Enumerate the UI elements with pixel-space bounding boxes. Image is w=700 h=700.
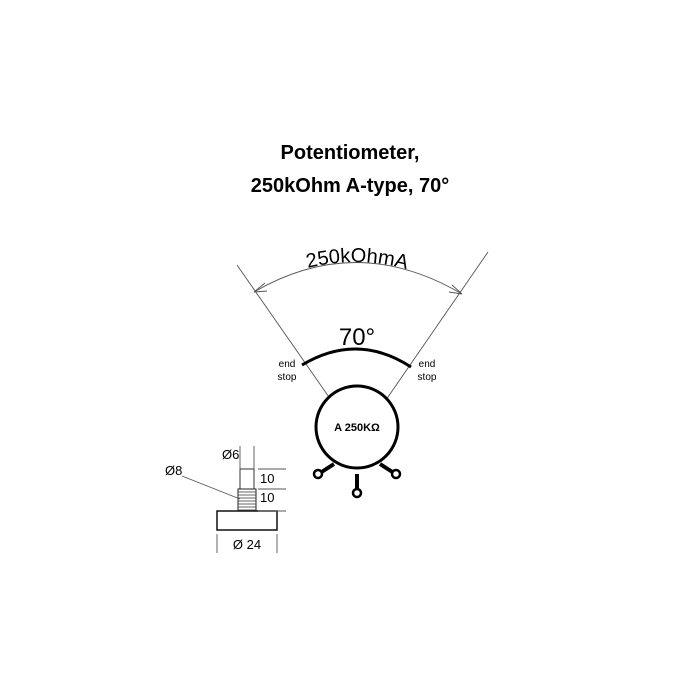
solder-lug-right bbox=[378, 462, 402, 480]
arrowhead-right bbox=[448, 284, 463, 295]
arrowhead-left bbox=[253, 282, 268, 293]
end-stop-right-line2: stop bbox=[418, 372, 437, 383]
shaft-length-label: 10 bbox=[260, 471, 274, 486]
body-diameter-label: Ø 24 bbox=[233, 537, 261, 552]
solder-lug-left bbox=[312, 462, 336, 480]
end-stop-left-line2: stop bbox=[278, 372, 297, 383]
extension-line-left bbox=[236, 264, 339, 411]
thread-lines bbox=[238, 491, 256, 511]
solder-lug-center bbox=[351, 474, 363, 499]
end-stop-left-line1: end bbox=[279, 359, 296, 370]
title-line-1: Potentiometer, bbox=[280, 142, 420, 164]
angle-label: 70° bbox=[339, 324, 375, 351]
side-body bbox=[216, 510, 278, 531]
value-dimension-arc bbox=[253, 262, 463, 295]
thread-diameter-label: Ø8 bbox=[165, 463, 182, 478]
value-arc-label: 250kOhmA bbox=[304, 245, 411, 274]
shaft bbox=[239, 468, 255, 490]
pot-body-circle bbox=[314, 384, 400, 470]
pot-body-label: A 250KΩ bbox=[334, 422, 380, 434]
extension-line-right bbox=[378, 251, 489, 411]
title-line-2: 250kOhm A-type, 70° bbox=[250, 175, 450, 197]
end-stop-right-line1: end bbox=[419, 359, 436, 370]
thread-length-label: 10 bbox=[260, 490, 274, 505]
side-view: Ø6 10 10 Ø8 Ø 24 bbox=[165, 446, 286, 553]
shaft-diameter-label: Ø6 bbox=[222, 447, 239, 462]
rotation-angle-arc bbox=[301, 347, 412, 369]
